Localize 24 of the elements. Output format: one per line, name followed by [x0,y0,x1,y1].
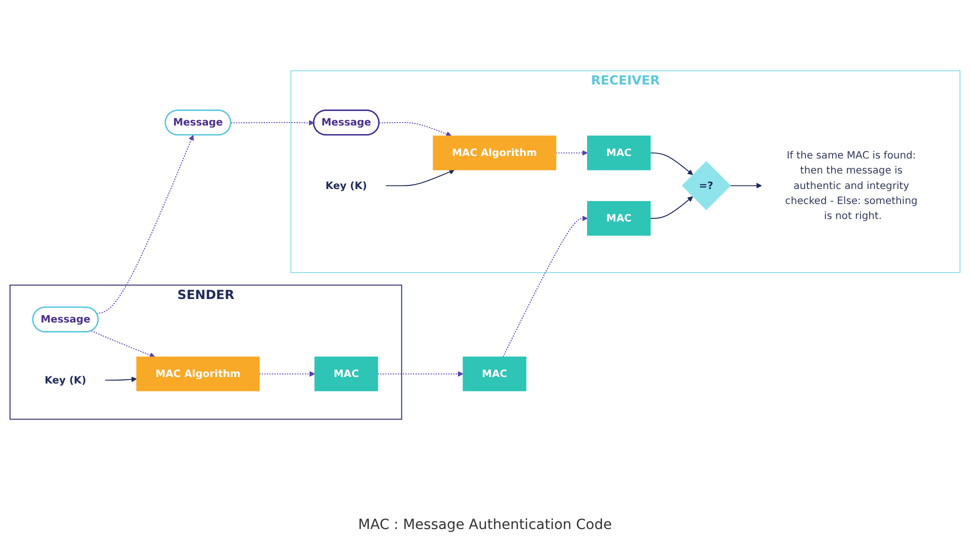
footnote-text: MAC : Message Authentication Code [358,517,612,533]
node-box: MAC [587,136,651,170]
node-box: MAC [462,356,526,392]
node-box: MAC [314,356,378,392]
arrow [555,150,588,156]
node-box: MAC [587,201,651,236]
arrow [230,120,314,126]
arrow [385,169,455,186]
arrow [650,152,693,176]
node-text: If the same MAC is found: then the message is authentic and integrity checked - Else: something is not right. [785,149,918,222]
arrow [502,216,588,358]
node-text: Key (K) [44,374,86,386]
node-text: Key (K) [325,179,368,192]
node-box: MAC Algorithm [136,356,260,392]
arrow [377,371,464,377]
arrow [258,371,315,377]
node-diamond: =? [682,161,731,210]
node-box: MAC Algorithm [432,136,556,170]
arrow [104,376,137,382]
arrow [96,134,194,314]
arrow [730,182,762,188]
arrow [378,122,452,137]
arrow [650,196,693,219]
arrow [90,330,156,358]
